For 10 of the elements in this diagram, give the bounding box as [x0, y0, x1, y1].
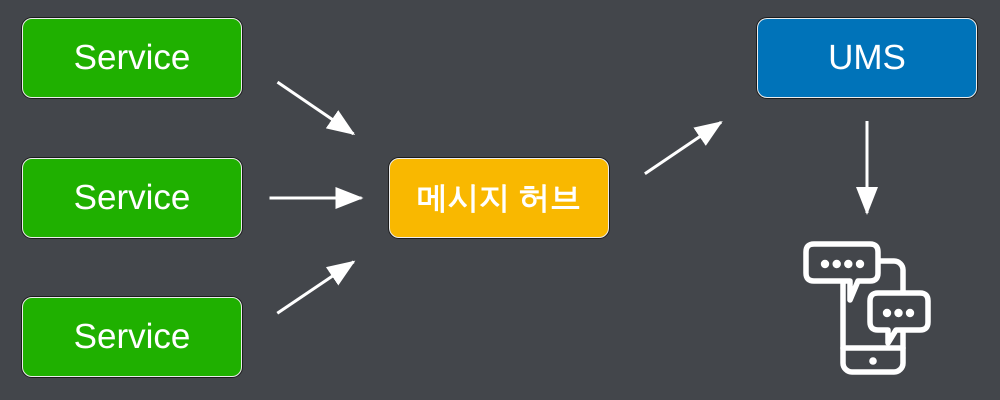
- arrow: [276, 80, 356, 136]
- process-box: Service: [22, 158, 242, 238]
- arrow: [276, 260, 356, 314]
- arrow: [856, 121, 878, 215]
- process-box: Service: [22, 297, 242, 377]
- process-box: UMS: [757, 18, 977, 98]
- arrow: [644, 120, 723, 176]
- process-box: Service: [22, 18, 242, 98]
- arrow: [270, 187, 364, 209]
- process-box: 메시지 허브: [389, 158, 609, 238]
